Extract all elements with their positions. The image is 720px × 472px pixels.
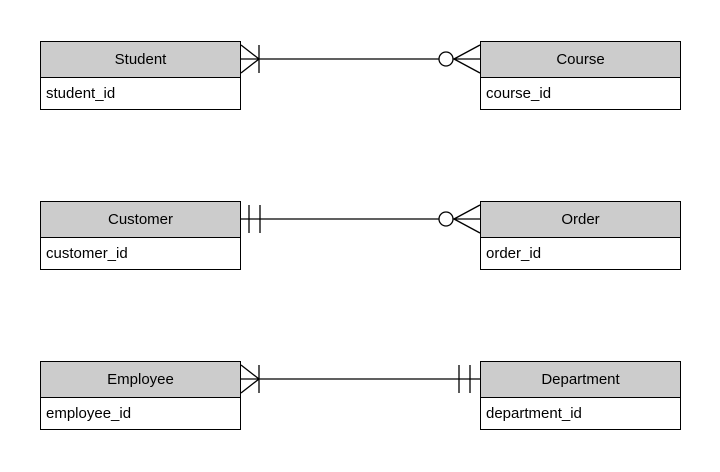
entity-title: Student	[114, 51, 167, 68]
entity-department[interactable]: Department department_id	[480, 361, 681, 430]
attribute-label: employee_id	[46, 405, 132, 422]
connector-employee-department[interactable]	[240, 364, 480, 394]
entity-order[interactable]: Order order_id	[480, 201, 681, 270]
entity-title: Department	[541, 371, 620, 388]
entity-student-attributes: student_id	[41, 78, 240, 109]
one-and-only-one-icon	[458, 365, 471, 393]
entity-title: Employee	[107, 371, 174, 388]
entity-title: Customer	[107, 211, 174, 228]
entity-order-header: Order	[481, 202, 680, 238]
entity-course[interactable]: Course course_id	[480, 41, 681, 110]
attribute-label: order_id	[486, 245, 542, 262]
attribute-label: customer_id	[46, 245, 128, 262]
entity-title: Course	[556, 51, 605, 68]
one-and-only-one-icon	[248, 205, 261, 233]
entity-department-header: Department	[481, 362, 680, 398]
entity-order-attributes: order_id	[481, 238, 680, 269]
entity-employee-attributes: employee_id	[41, 398, 240, 429]
entity-customer[interactable]: Customer customer_id	[40, 201, 241, 270]
entity-course-header: Course	[481, 42, 680, 78]
attribute-label: department_id	[486, 405, 582, 422]
entity-student-header: Student	[41, 42, 240, 78]
attribute-label: student_id	[46, 85, 116, 102]
entity-customer-header: Customer	[41, 202, 240, 238]
attribute-label: course_id	[486, 85, 552, 102]
entity-course-attributes: course_id	[481, 78, 680, 109]
entity-department-attributes: department_id	[481, 398, 680, 429]
entity-employee-header: Employee	[41, 362, 240, 398]
entity-employee[interactable]: Employee employee_id	[40, 361, 241, 430]
crows-foot-one-or-many-icon	[240, 364, 260, 394]
entity-title: Order	[561, 211, 600, 228]
entity-student[interactable]: Student student_id	[40, 41, 241, 110]
entity-customer-attributes: customer_id	[41, 238, 240, 269]
crows-foot-one-or-many-icon	[240, 44, 260, 74]
zero-or-many-icon	[438, 204, 481, 234]
connector-customer-order[interactable]	[241, 204, 481, 234]
zero-or-many-icon	[438, 44, 481, 74]
connector-student-course[interactable]	[240, 44, 481, 74]
